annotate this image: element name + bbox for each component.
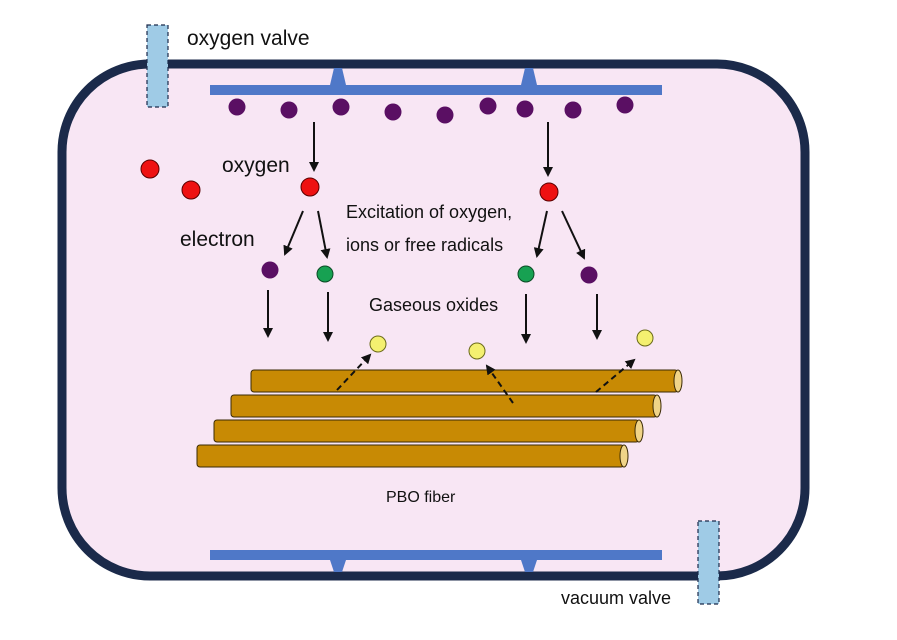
bottom-electrode [210, 550, 662, 572]
pbo-fiber [230, 394, 662, 418]
electron-particle [516, 100, 534, 118]
pbo-fiber [213, 419, 644, 443]
release-arrow [595, 358, 636, 393]
oxygen-particle [181, 180, 201, 200]
release-arrow [485, 364, 514, 404]
oxygen-particle [300, 177, 320, 197]
flow-arrow [283, 210, 304, 256]
electron-particle [384, 103, 402, 121]
release-arrow [336, 353, 372, 391]
top-electrode [210, 68, 662, 95]
oxide-particle [468, 342, 486, 360]
flow-arrow [317, 210, 331, 259]
flow-arrow [561, 210, 586, 260]
oxide-particle [636, 329, 654, 347]
flow-arrow [533, 210, 548, 258]
electron-particle [261, 261, 279, 279]
oxide-particle [369, 335, 387, 353]
electron-particle [332, 98, 350, 116]
oxygen-valve-label: oxygen valve [187, 27, 310, 50]
oxygen-valve[interactable] [146, 24, 169, 108]
electron-particle [479, 97, 497, 115]
electron-label: electron [180, 228, 255, 251]
pbo-fiber-bundle [196, 369, 683, 468]
pbo-fiber [250, 369, 683, 393]
electron-particle [228, 98, 246, 116]
electron-particle [580, 266, 598, 284]
radical-particle [316, 265, 334, 283]
pbo-fiber-label: PBO fiber [386, 489, 456, 506]
vacuum-valve-label: vacuum valve [561, 588, 671, 608]
electron-row [228, 96, 634, 124]
oxygen-label: oxygen [222, 154, 290, 177]
excitation-label-line2: ions or free radicals [346, 235, 503, 255]
oxygen-particle [539, 182, 559, 202]
electron-particle [616, 96, 634, 114]
electron-particle [280, 101, 298, 119]
pbo-fiber [196, 444, 629, 468]
electron-particle [564, 101, 582, 119]
vacuum-valve[interactable] [697, 520, 720, 605]
oxygen-particle [140, 159, 160, 179]
excitation-label-line1: Excitation of oxygen, [346, 202, 512, 222]
gaseous-oxides-label: Gaseous oxides [369, 295, 498, 315]
electron-particle [436, 106, 454, 124]
radical-particle [517, 265, 535, 283]
